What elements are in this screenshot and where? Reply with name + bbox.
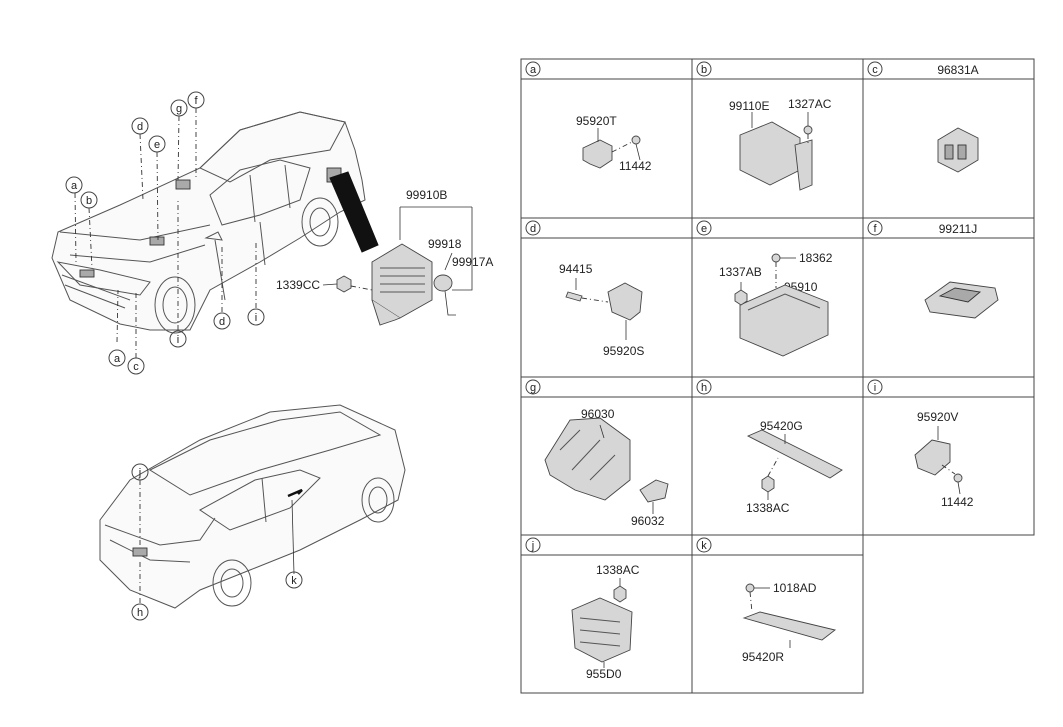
cell-g-parts: 96030 96032: [544, 407, 669, 528]
callout-letter: c: [133, 361, 139, 373]
cell-h-parts: 95420G 1338AC: [746, 419, 843, 515]
cell-letter: d: [530, 223, 536, 235]
part-label: 95920S: [603, 344, 644, 358]
cell-b-parts: 99110E 1327AC: [729, 97, 832, 191]
callout-d-bottom: d: [213, 312, 231, 330]
callout-letter: j: [138, 467, 141, 479]
callouts-bottom: j h k: [131, 463, 303, 621]
callout-i-right: i: [247, 308, 265, 326]
pointer-arrow: [329, 171, 379, 253]
cell-header-part: 96831A: [937, 63, 978, 77]
cell-c-header: c 96831A: [867, 61, 979, 77]
part-label: 95420G: [760, 419, 803, 433]
part-label: 95920V: [917, 410, 958, 424]
cell-f-parts: [924, 281, 999, 319]
callout-h: h: [131, 603, 149, 621]
callout-f-top: f: [187, 91, 205, 109]
label-1339CC: 1339CC: [276, 278, 320, 292]
callout-letter: a: [71, 180, 78, 192]
cell-i-parts: 95920V 11442: [914, 410, 974, 509]
cell-letter: a: [530, 64, 537, 76]
cell-g-header: g: [525, 379, 541, 395]
cell-e-header: e: [696, 220, 712, 236]
cell-d-header: d: [525, 220, 541, 236]
part-label: 94415: [559, 262, 593, 276]
cell-letter: b: [701, 64, 707, 76]
callout-letter: k: [291, 575, 297, 587]
callout-j: j: [131, 463, 149, 481]
callout-d-top: d: [131, 117, 149, 135]
assembly-label: 99910B: [406, 188, 447, 202]
callout-e-top: e: [148, 135, 166, 153]
cell-letter: f: [873, 223, 877, 235]
part-label: 11442: [619, 159, 652, 173]
callout-b-top: b: [80, 191, 98, 209]
part-label: 1337AB: [719, 265, 762, 279]
cell-e-parts: 18362 1337AB 95910: [719, 251, 833, 357]
cell-letter: c: [872, 64, 878, 76]
cell-letter: j: [531, 540, 534, 552]
part-label: 1338AC: [746, 501, 790, 515]
cell-k-header: k: [696, 537, 712, 553]
cell-a-parts: 95920T 11442: [576, 114, 652, 173]
part-label: 11442: [941, 495, 974, 509]
label-99918: 99918: [428, 237, 462, 251]
part-label: 1018AD: [773, 581, 817, 595]
cell-letter: e: [701, 223, 707, 235]
part-label: 955D0: [586, 667, 622, 681]
callout-k: k: [285, 571, 303, 589]
callout-g-top: g: [170, 99, 188, 117]
cell-j-header: j: [525, 537, 541, 553]
callout-letter: d: [137, 121, 143, 133]
part-label: 96032: [631, 514, 665, 528]
callout-letter: f: [194, 95, 198, 107]
cell-c-parts: [937, 127, 979, 173]
callout-letter: d: [219, 316, 225, 328]
callout-letter: b: [86, 195, 92, 207]
part-label: 96030: [581, 407, 615, 421]
callout-a-bottom: a: [108, 349, 126, 367]
part-label: 18362: [799, 251, 833, 265]
cell-letter: h: [701, 382, 707, 394]
callout-letter: a: [114, 353, 121, 365]
callout-letter: i: [255, 312, 257, 324]
part-label: 95420R: [742, 650, 784, 664]
callout-letter: i: [177, 334, 179, 346]
car-front-view: [51, 111, 366, 334]
callouts-top: a b d e g f a c i d i: [65, 91, 265, 375]
cell-f-header: f 99211J: [867, 220, 977, 236]
cell-j-parts: 1338AC 955D0: [571, 563, 640, 681]
cell-letter: g: [530, 382, 536, 394]
cell-letter: i: [874, 382, 876, 394]
label-99917A: 99917A: [452, 255, 493, 269]
callout-c-bottom: c: [127, 357, 145, 375]
part-label: 99110E: [729, 99, 769, 113]
cell-letter: k: [701, 540, 707, 552]
parts-grid: [520, 58, 1035, 694]
car-rear-view: [99, 404, 406, 609]
callout-letter: h: [137, 607, 143, 619]
part-label: 1327AC: [788, 97, 832, 111]
cell-k-parts: 1018AD 95420R: [742, 581, 837, 664]
callout-letter: g: [176, 103, 182, 115]
cell-headers: a b c 96831A d e f 99211J g h i j k: [525, 61, 979, 553]
callout-i-left: i: [169, 330, 187, 348]
callout-leaders-top: [74, 108, 257, 358]
cell-h-header: h: [696, 379, 712, 395]
cell-i-header: i: [867, 379, 883, 395]
part-label: 1338AC: [596, 563, 640, 577]
cell-header-part: 99211J: [939, 222, 977, 236]
callout-a-top: a: [65, 176, 83, 194]
cell-b-header: b: [696, 61, 712, 77]
cell-a-header: a: [525, 61, 541, 77]
callout-letter: e: [154, 139, 160, 151]
part-label: 95920T: [576, 114, 617, 128]
module-assembly: 99910B 99918 99917A 1339CC: [276, 188, 493, 326]
cell-d-parts: 94415 95920S: [559, 262, 644, 358]
